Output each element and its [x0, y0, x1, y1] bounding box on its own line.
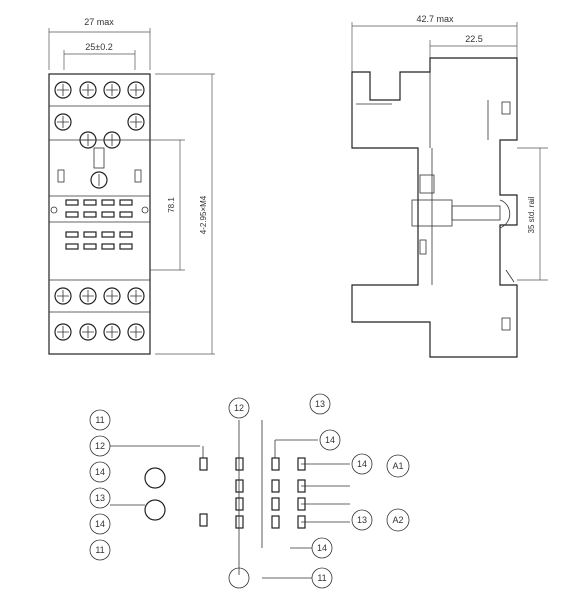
top-screw-row-2: [54, 113, 145, 149]
svg-text:14: 14: [317, 543, 327, 553]
coil-label-callouts: A1 A2: [386, 454, 410, 532]
svg-text:14: 14: [95, 519, 105, 529]
front-view: 27 max 25±0.2: [48, 17, 215, 355]
front-mount-label: 4-2.95×M4: [199, 195, 208, 234]
svg-text:14: 14: [325, 435, 335, 445]
side-depth-label: 42.7 max: [416, 14, 454, 24]
svg-text:13: 13: [95, 493, 105, 503]
side-inner-label: 22.5: [465, 34, 483, 44]
relay-slot-area: [50, 199, 149, 250]
coil-terminal-a2: [144, 499, 166, 521]
side-latch-bottom: [501, 317, 511, 331]
left-terminal-callouts: 11 12 14 13 14 11: [89, 409, 200, 561]
side-view: 42.7 max 22.5 35 std. rail: [351, 14, 548, 358]
coil-label-a2: A2: [392, 515, 403, 525]
socket-body-outline: [48, 73, 151, 355]
side-latch-top: [501, 101, 511, 115]
coil-terminal-a1: [144, 467, 166, 489]
svg-text:11: 11: [95, 415, 104, 425]
svg-text:12: 12: [234, 403, 244, 413]
contact-blocks: [199, 420, 350, 579]
front-height-label: 78.1: [167, 197, 176, 213]
svg-text:11: 11: [95, 545, 104, 555]
right-terminal-callouts: 12 13 14 14 13 14 11: [228, 393, 373, 589]
bottom-screw-row-2: [54, 323, 145, 341]
svg-text:11: 11: [317, 573, 326, 583]
svg-text:13: 13: [357, 515, 367, 525]
side-body-outline: [351, 57, 518, 358]
top-screw-row-1: [54, 81, 145, 99]
side-rail-label: 35 std. rail: [527, 196, 536, 233]
center-clip-icon: [90, 171, 108, 189]
bottom-screw-row-1: [54, 287, 145, 305]
coil-label-a1: A1: [392, 461, 403, 471]
wiring-diagram: 11 12 14 13 14 11: [89, 393, 410, 589]
front-pitch-label: 25±0.2: [85, 42, 112, 52]
svg-text:14: 14: [357, 459, 367, 469]
svg-text:12: 12: [95, 441, 105, 451]
front-width-label: 27 max: [84, 17, 114, 27]
svg-text:13: 13: [315, 399, 325, 409]
svg-text:14: 14: [95, 467, 105, 477]
